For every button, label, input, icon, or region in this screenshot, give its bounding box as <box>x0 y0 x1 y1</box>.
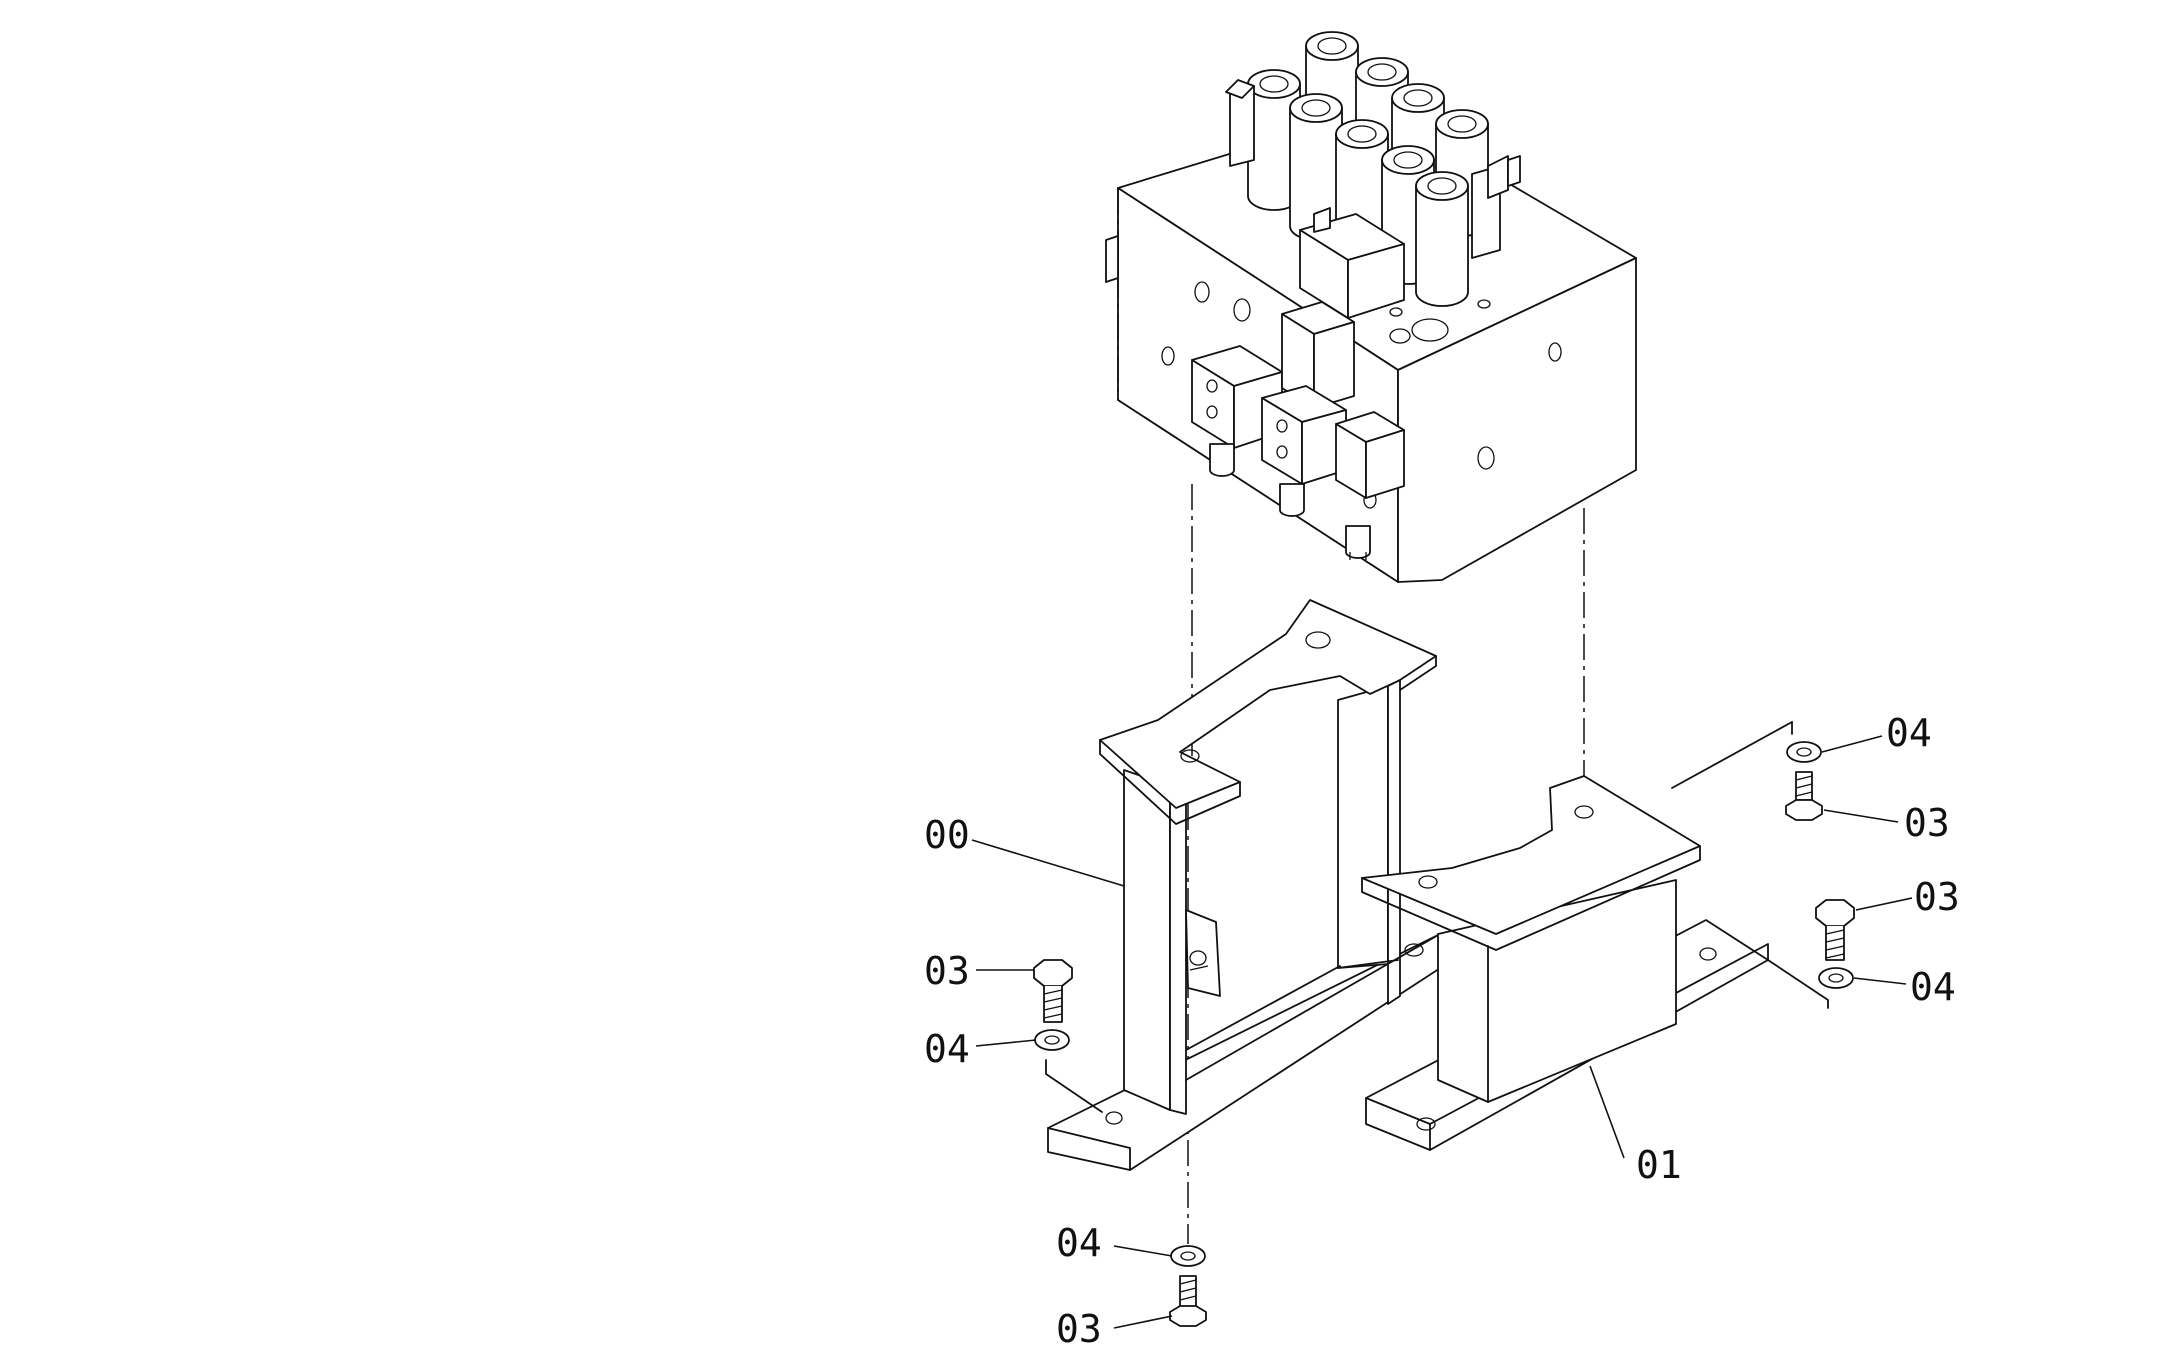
washer-icon <box>1786 741 1822 763</box>
callout-03-lower-right: 03 <box>1914 875 1960 919</box>
fasteners <box>1033 721 1855 1327</box>
bolt-icon <box>1169 1275 1207 1327</box>
bolt-icon <box>1815 899 1855 961</box>
control-valve-assembly <box>1105 31 1637 583</box>
callout-labels: 00 01 03 04 04 03 04 03 03 04 <box>924 711 1960 1351</box>
bolt-icon <box>1785 771 1823 821</box>
bracket-00 <box>1047 599 1469 1171</box>
callout-00: 00 <box>924 813 970 857</box>
callout-04-left: 04 <box>924 1027 970 1071</box>
callout-01: 01 <box>1636 1143 1682 1187</box>
washer-icon <box>1170 1245 1206 1267</box>
valve-spool-caps <box>1247 31 1489 307</box>
bolt-icon <box>1033 959 1073 1023</box>
callout-04-upper-right: 04 <box>1886 711 1932 755</box>
bracket-00-foot <box>1047 933 1469 1171</box>
callout-03-upper-right: 03 <box>1904 801 1950 845</box>
callout-04-bottom: 04 <box>1056 1221 1102 1265</box>
callout-04-lower-right: 04 <box>1910 965 1956 1009</box>
bracket-01-top-plate <box>1361 775 1701 935</box>
callout-03-left: 03 <box>924 949 970 993</box>
washer-icon <box>1818 967 1854 989</box>
bracket-01 <box>1361 775 1769 1151</box>
leader-lines <box>971 735 1913 1329</box>
valve-block-side-face <box>1397 257 1637 583</box>
washer-icon <box>1034 1029 1070 1051</box>
bracket-00-column <box>1123 769 1171 1111</box>
callout-03-bottom: 03 <box>1056 1307 1102 1351</box>
